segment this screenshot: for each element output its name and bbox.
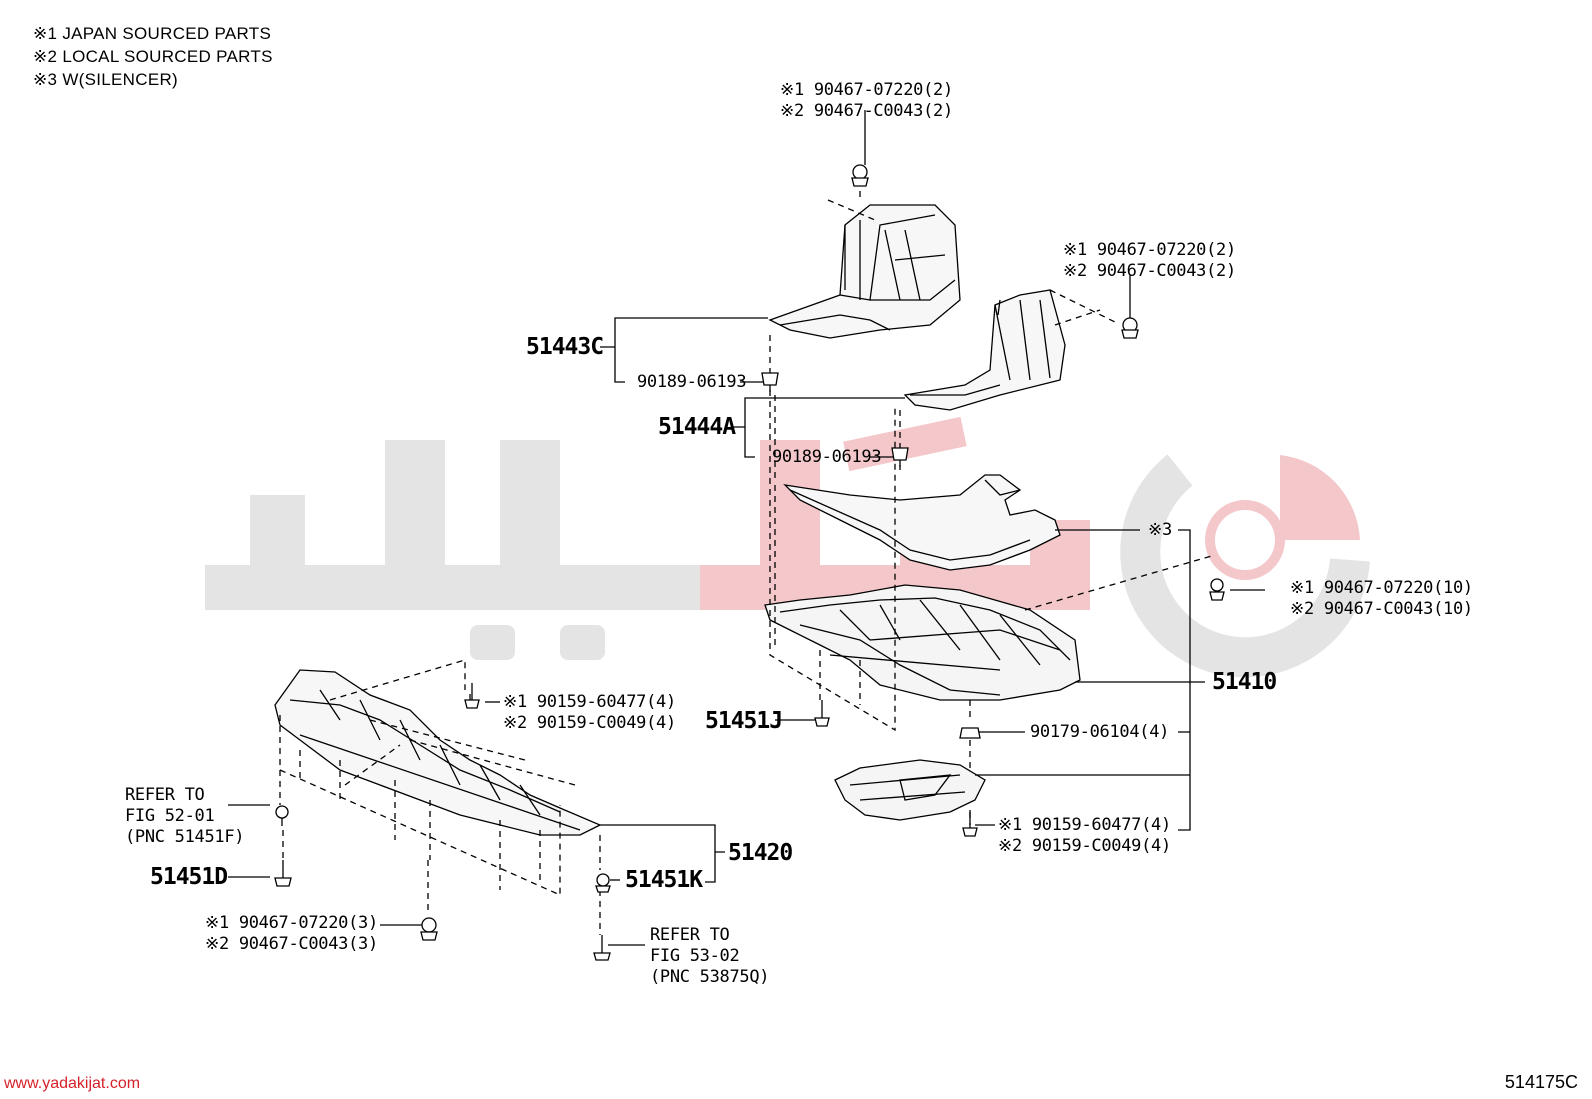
callout-line: REFER TO	[650, 925, 730, 945]
callout-front-screws: ※1 90159-60477(4) ※2 90159-C0049(4)	[503, 692, 676, 734]
part-51444a: 51444A	[658, 414, 736, 440]
callout-right-bolt: ※1 90467-07220(2) ※2 90467-C0043(2)	[1063, 240, 1236, 282]
callout-top-bolt: ※1 90467-07220(2) ※2 90467-C0043(2)	[780, 80, 953, 122]
callout-bottom-bolts: ※1 90467-07220(3) ※2 90467-C0043(3)	[205, 913, 378, 955]
screw-icon	[593, 935, 611, 961]
callout-silencer: ※3	[1148, 520, 1172, 540]
part-51410: 51410	[1212, 669, 1277, 695]
bolt-icon	[1121, 317, 1139, 339]
part-51420: 51420	[728, 840, 793, 866]
callout-line: ※2 90467-C0043(3)	[205, 934, 378, 954]
callout-line: ※2 90467-C0043(2)	[780, 101, 953, 121]
callout-line: ※2 90159-C0049(4)	[998, 836, 1171, 856]
callout-line: ※2 90467-C0043(2)	[1063, 261, 1236, 281]
clip-icon	[761, 372, 779, 392]
screw-icon	[274, 860, 292, 887]
callout-line: ※2 90159-C0049(4)	[503, 713, 676, 733]
clip-icon	[275, 805, 289, 826]
part-51451d: 51451D	[150, 864, 228, 890]
note-silencer: ※3 W(SILENCER)	[33, 70, 179, 89]
part-51451j: 51451J	[705, 708, 783, 734]
callout-line: (PNC 53875Q)	[650, 967, 770, 987]
nut-icon	[959, 727, 981, 739]
under-cover-51410	[764, 584, 1081, 701]
callout-clip-mid: 90189-06193	[772, 447, 882, 467]
cover-51444a	[903, 289, 1066, 411]
callout-line: ※1 90467-07220(3)	[205, 913, 378, 933]
callout-line: (PNC 51451F)	[125, 827, 245, 847]
callout-lower-screws: ※1 90159-60477(4) ※2 90159-C0049(4)	[998, 815, 1171, 857]
part-51451k: 51451K	[625, 867, 703, 893]
bolt-icon	[1209, 578, 1225, 601]
callout-refer-left: REFER TO FIG 52-01 (PNC 51451F)	[125, 785, 245, 848]
callout-line: ※2 90467-C0043(10)	[1290, 599, 1473, 619]
callout-line: FIG 52-01	[125, 806, 215, 826]
fasteners	[274, 164, 1225, 961]
screw-icon	[464, 683, 480, 709]
note-japan-sourced: ※1 JAPAN SOURCED PARTS	[33, 24, 272, 43]
notes-legend: ※1 JAPAN SOURCED PARTS ※2 LOCAL SOURCED …	[33, 22, 273, 91]
figure-code: 514175C	[1504, 1072, 1578, 1092]
callout-refer-right: REFER TO FIG 53-02 (PNC 53875Q)	[650, 925, 770, 988]
callout-line: FIG 53-02	[650, 946, 740, 966]
screw-icon	[962, 810, 978, 837]
clip-icon	[891, 447, 909, 467]
clip-icon	[595, 873, 611, 893]
callout-line: ※1 90159-60477(4)	[503, 692, 676, 712]
silencer-3	[783, 474, 1061, 571]
callout-line: REFER TO	[125, 785, 205, 805]
callout-line: ※1 90467-07220(10)	[1290, 578, 1473, 598]
note-local-sourced: ※2 LOCAL SOURCED PARTS	[33, 47, 273, 66]
screw-icon	[814, 700, 830, 727]
footer-url[interactable]: www.yadakijat.com	[4, 1075, 141, 1092]
part-51443c: 51443C	[526, 334, 604, 360]
callout-cover-bolts: ※1 90467-07220(10) ※2 90467-C0043(10)	[1290, 578, 1473, 620]
lower-cover	[834, 759, 986, 821]
leader-lines	[228, 110, 1265, 946]
callout-line: ※1 90467-07220(2)	[1063, 240, 1236, 260]
callout-clip-left: 90189-06193	[637, 372, 747, 392]
callout-line: ※1 90159-60477(4)	[998, 815, 1171, 835]
bolt-icon	[851, 164, 869, 187]
cover-51443c	[768, 204, 961, 339]
callout-line: ※1 90467-07220(2)	[780, 80, 953, 100]
callout-nut-4: 90179-06104(4)	[1030, 722, 1170, 742]
bolt-icon	[420, 917, 438, 941]
